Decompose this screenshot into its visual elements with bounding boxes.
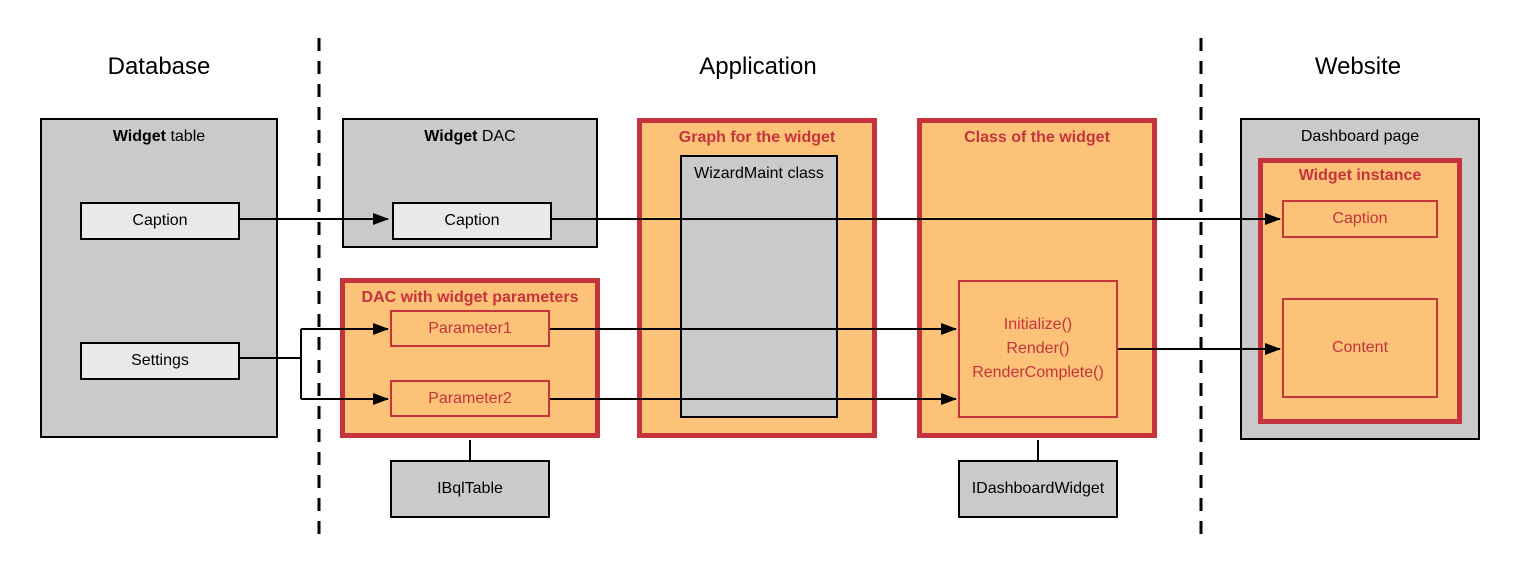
method-rendercomplete: RenderComplete() [972, 364, 1104, 381]
graph-box: Graph for the widget WizardMaint class [637, 118, 877, 438]
widget-dac-box: Widget DAC Caption [342, 118, 598, 248]
widget-dac-caption-field: Caption [392, 202, 552, 240]
section-header-website: Website [1314, 53, 1402, 80]
widget-dac-title-rest: DAC [477, 128, 516, 145]
idashboardwidget-box: IDashboardWidget [958, 460, 1118, 518]
widget-instance-caption-field: Caption [1282, 200, 1438, 238]
widget-class-methods-box: Initialize() Render() RenderComplete() [958, 280, 1118, 418]
widget-table-title-bold: Widget [112, 128, 167, 145]
widget-instance-box: Widget instance Caption Content [1258, 158, 1462, 424]
dac-parameters-title: DAC with widget parameters [361, 289, 579, 306]
graph-title: Graph for the widget [678, 129, 836, 146]
section-header-application: Application [699, 53, 817, 80]
widget-class-title: Class of the widget [964, 129, 1110, 146]
widget-instance-content-field: Content [1282, 298, 1438, 398]
widget-table-box: Widget table Caption Settings [40, 118, 278, 438]
widget-dac-title: Widget DAC [344, 128, 596, 146]
dashboard-page-box: Dashboard page Widget instance Caption C… [1240, 118, 1480, 440]
widget-class-box: Class of the widget Initialize() Render(… [917, 118, 1157, 438]
method-initialize: Initialize() [1003, 316, 1073, 333]
wizardmaint-class-label: WizardMaint class [694, 165, 824, 182]
widget-table-title: Widget table [42, 128, 276, 146]
widget-instance-title: Widget instance [1298, 167, 1422, 184]
widget-table-caption-field: Caption [80, 202, 240, 240]
widget-table-settings-field: Settings [80, 342, 240, 380]
dac-parameters-box: DAC with widget parameters Parameter1 Pa… [340, 278, 600, 438]
dashboard-page-title: Dashboard page [1300, 128, 1420, 145]
widget-table-title-rest: table [166, 128, 206, 145]
wizardmaint-class-box: WizardMaint class [680, 155, 838, 418]
parameter1-field: Parameter1 [390, 310, 550, 347]
widget-dac-title-bold: Widget [424, 128, 478, 145]
method-render: Render() [1006, 340, 1070, 357]
ibqltable-box: IBqlTable [390, 460, 550, 518]
parameter2-field: Parameter2 [390, 380, 550, 417]
section-header-database: Database [107, 53, 211, 80]
